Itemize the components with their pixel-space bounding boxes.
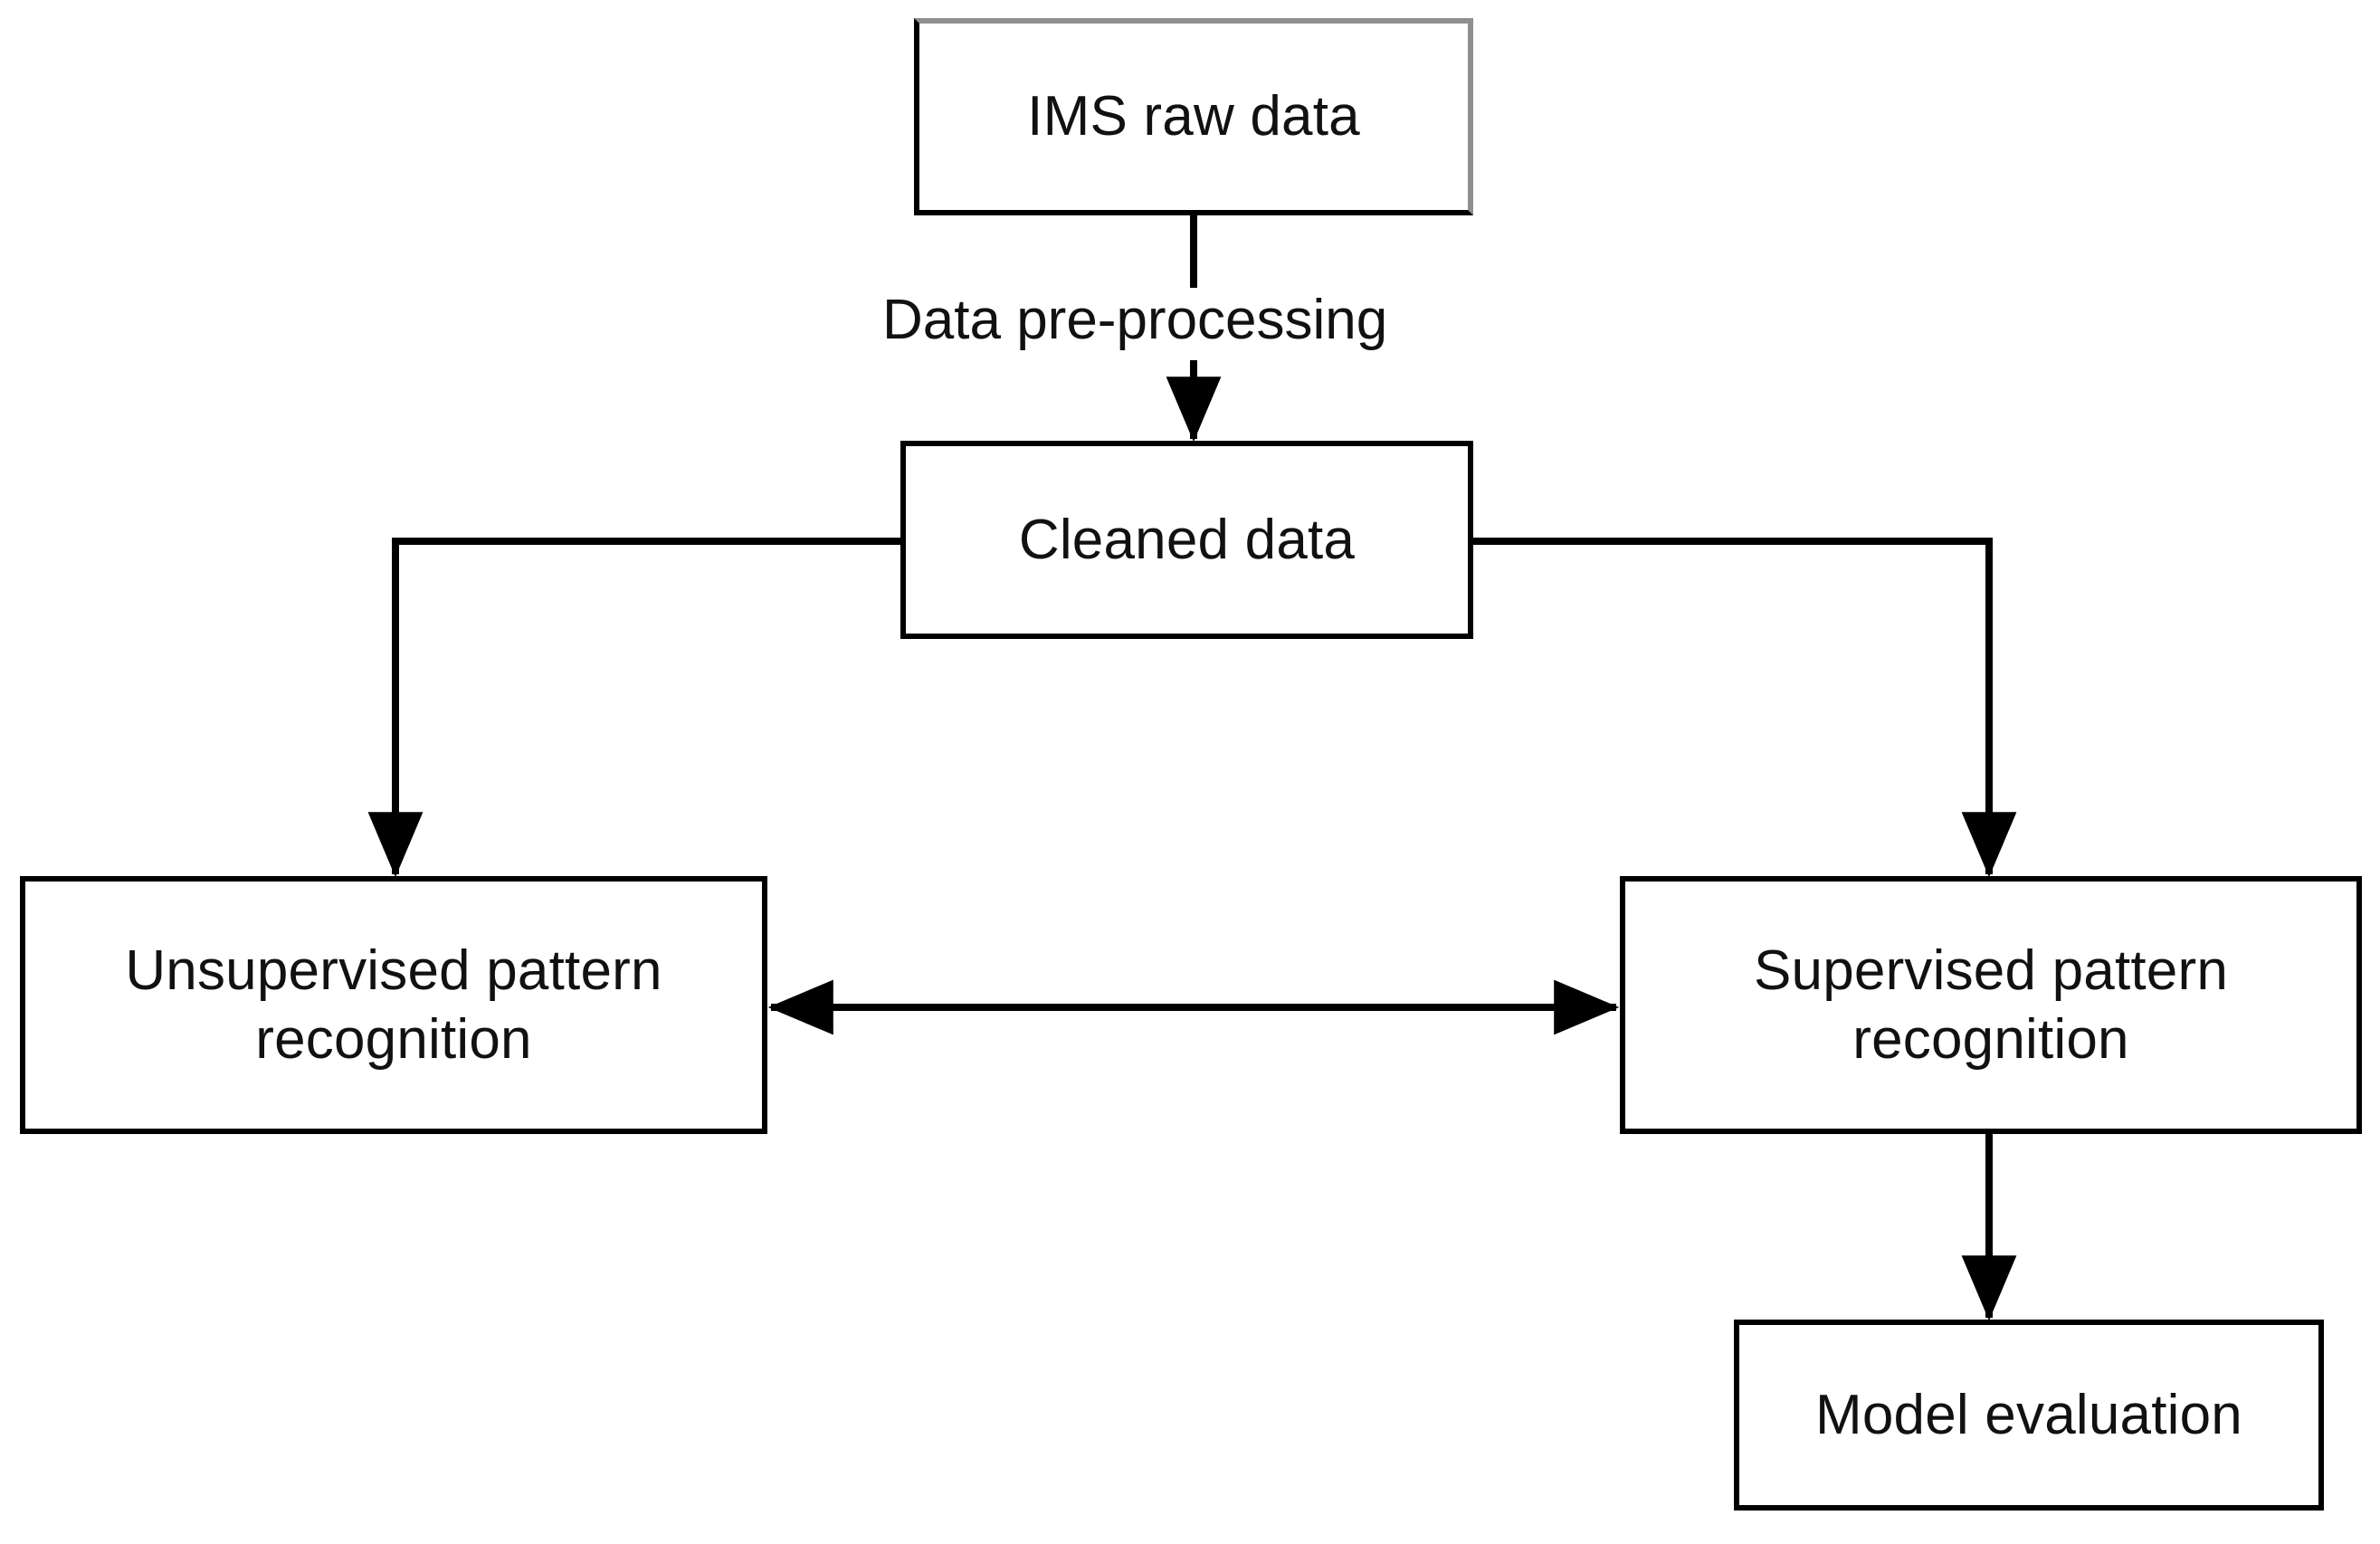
edge-cleaned-to-supervised bbox=[1473, 538, 2017, 878]
edge-label-data-pre-processing: Data pre-processing bbox=[882, 289, 1388, 351]
node-ims-raw-data-label: IMS raw data bbox=[1027, 85, 1360, 148]
node-unsupervised-pattern-recognition[interactable]: Unsupervised pattern recognition bbox=[20, 876, 767, 1134]
node-cleaned-data[interactable]: Cleaned data bbox=[900, 441, 1473, 639]
node-supervised-pattern-recognition-label: Supervised pattern recognition bbox=[1753, 939, 2229, 1071]
node-model-evaluation[interactable]: Model evaluation bbox=[1734, 1320, 2324, 1511]
node-model-evaluation-label: Model evaluation bbox=[1815, 1383, 2242, 1446]
node-supervised-pattern-recognition[interactable]: Supervised pattern recognition bbox=[1620, 876, 2362, 1134]
node-unsupervised-pattern-recognition-label: Unsupervised pattern recognition bbox=[125, 939, 662, 1071]
node-ims-raw-data[interactable]: IMS raw data bbox=[914, 18, 1473, 215]
node-cleaned-data-label: Cleaned data bbox=[1018, 508, 1356, 571]
edge-cleaned-to-unsupervised bbox=[367, 538, 900, 878]
